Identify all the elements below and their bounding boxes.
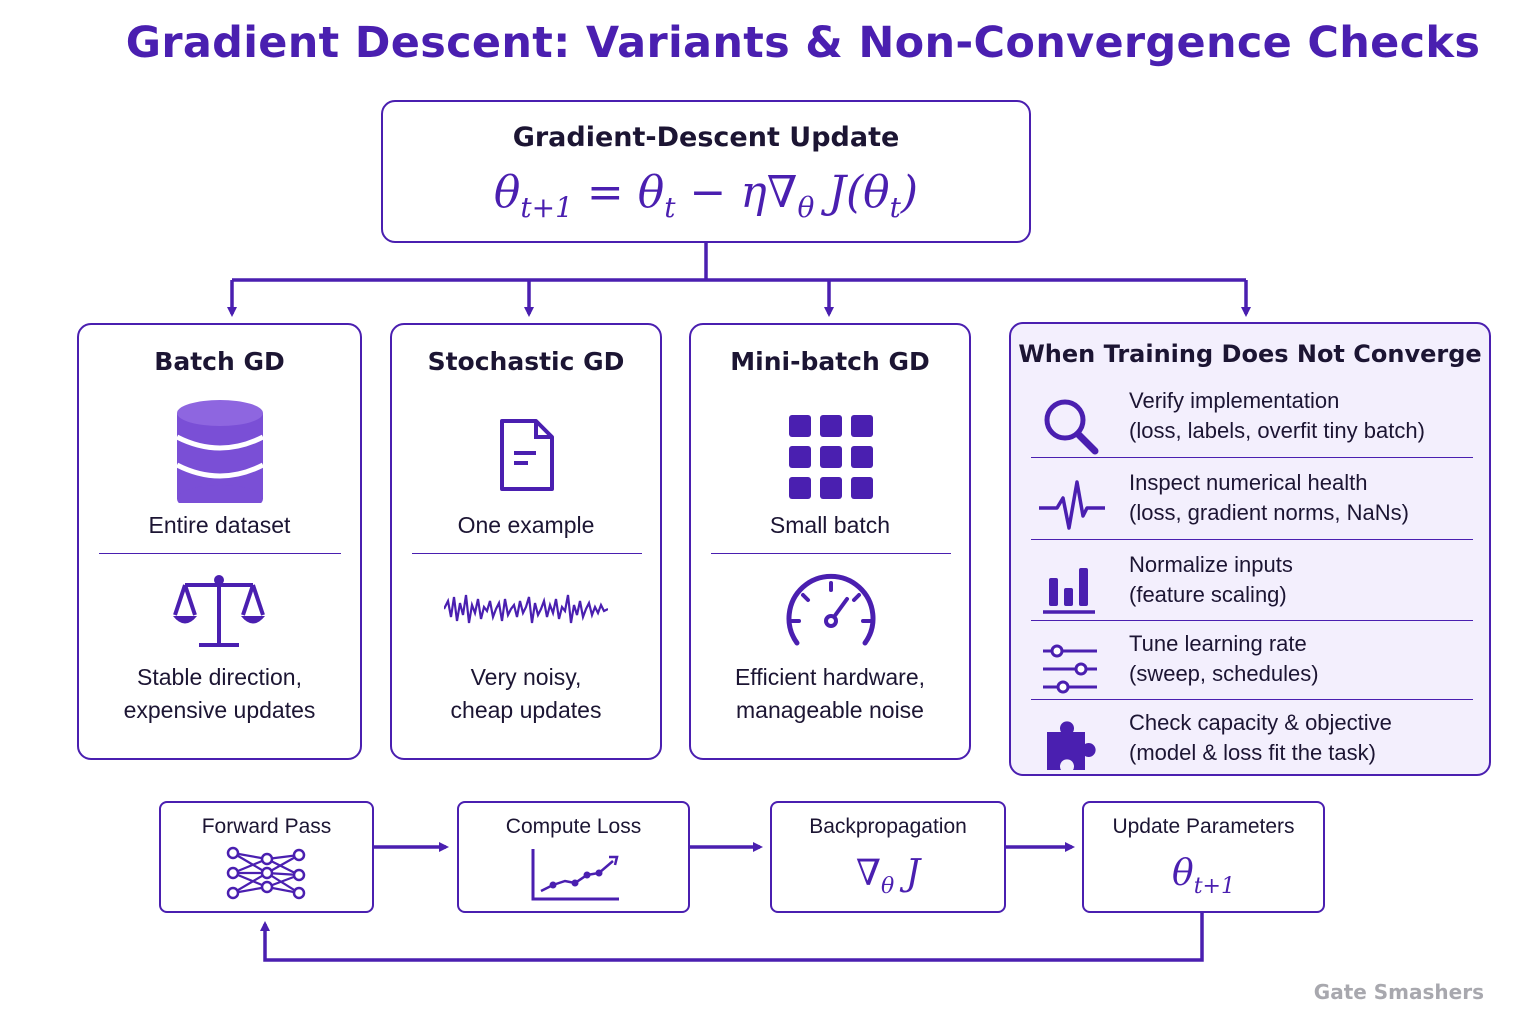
stochastic-size-text: One example: [457, 512, 595, 538]
minibatch-trait-line1: Efficient hardware,: [734, 664, 926, 690]
batch-size-text: Entire dataset: [148, 512, 291, 538]
puzzle-icon: [1047, 721, 1096, 770]
formula-j: J(θ: [814, 167, 890, 218]
bar-chart-icon: [1043, 568, 1095, 614]
formula-sub: t: [889, 190, 901, 224]
formula-nabla: ∇: [855, 853, 881, 894]
stochastic-gd-card: Stochastic GD One example Very noisy, ch…: [390, 323, 662, 760]
backpropagation-label: Backpropagation: [809, 815, 967, 838]
theta-next-formula: θt+1: [1084, 853, 1323, 899]
magnifier-icon: [1044, 399, 1099, 455]
stochastic-gd-title: Stochastic GD: [427, 347, 625, 376]
formula-close: ): [900, 167, 919, 218]
compute-loss-step: Compute Loss: [457, 801, 690, 913]
check-main: Verify implementation: [1129, 388, 1340, 413]
document-icon: [500, 419, 554, 491]
forward-pass-label: Forward Pass: [201, 815, 332, 838]
formula-eq: =: [572, 167, 638, 218]
compute-loss-label: Compute Loss: [505, 815, 642, 838]
formula-theta: θ: [637, 167, 665, 218]
non-convergence-panel: When Training Does Not Converge Verify i…: [1009, 322, 1491, 776]
update-parameters-step: Update Parameters θt+1: [1082, 801, 1325, 913]
check-item: Inspect numerical health (loss, gradient…: [1031, 470, 1471, 550]
batch-gd-title: Batch GD: [154, 347, 285, 376]
minibatch-trait-line2: manageable noise: [736, 697, 924, 723]
sliders-icon: [1043, 644, 1097, 694]
divider: [412, 553, 642, 554]
formula-sub: t: [664, 190, 676, 224]
divider: [1031, 457, 1473, 458]
noisy-wave-icon: [444, 594, 608, 624]
pulse-icon: [1039, 480, 1105, 530]
formula-sub: θ: [881, 874, 895, 900]
gradient-formula: ∇θ J: [772, 853, 1004, 899]
divider: [1031, 699, 1473, 700]
check-main: Inspect numerical health: [1129, 470, 1368, 495]
formula-sub: t+1: [520, 190, 573, 224]
divider: [99, 553, 341, 554]
divider: [711, 553, 951, 554]
check-item: Check capacity & objective (model & loss…: [1031, 710, 1471, 790]
update-parameters-label: Update Parameters: [1112, 815, 1295, 838]
check-main: Normalize inputs: [1129, 552, 1293, 577]
formula-theta: θ: [493, 167, 521, 218]
line-chart-icon: [531, 849, 619, 901]
batch-trait-line2: expensive updates: [123, 697, 316, 723]
divider: [1031, 539, 1473, 540]
formula-minus: −: [675, 167, 741, 218]
formula-sub: t+1: [1193, 874, 1235, 900]
divider: [1031, 620, 1473, 621]
balance-scale-icon: [173, 575, 265, 647]
check-sub: (feature scaling): [1129, 582, 1287, 607]
minibatch-gd-card: Mini-batch GD Small batch Efficient hard…: [689, 323, 971, 760]
database-icon: [175, 400, 265, 503]
forward-pass-step: Forward Pass: [159, 801, 374, 913]
arrow-loop-back: [260, 913, 1204, 962]
update-formula: θt+1 = θt − η∇θ J(θt): [383, 167, 1029, 224]
formula-j: J: [894, 853, 921, 894]
formula-theta: θ: [1172, 853, 1194, 894]
check-sub: (model & loss fit the task): [1129, 740, 1376, 765]
batch-trait-line1: Stable direction,: [137, 664, 302, 690]
check-sub: (loss, labels, overfit tiny batch): [1129, 418, 1425, 443]
speedometer-icon: [786, 573, 876, 646]
check-main: Tune learning rate: [1129, 631, 1307, 656]
check-item: Verify implementation (loss, labels, ove…: [1031, 388, 1471, 468]
non-convergence-title: When Training Does Not Converge: [1018, 340, 1482, 368]
batch-gd-card: Batch GD Entire dataset Stable direction…: [77, 323, 362, 760]
formula-sub: θ: [797, 190, 815, 224]
check-item: Normalize inputs (feature scaling): [1031, 552, 1471, 632]
stochastic-trait-line2: cheap updates: [450, 697, 602, 723]
grid-icon: [789, 415, 873, 499]
update-rule-box: Gradient-Descent Update θt+1 = θt − η∇θ …: [381, 100, 1031, 243]
minibatch-size-text: Small batch: [769, 512, 891, 538]
neural-network-icon: [226, 846, 306, 900]
check-item: Tune learning rate (sweep, schedules): [1031, 631, 1471, 711]
check-sub: (loss, gradient norms, NaNs): [1129, 500, 1409, 525]
formula-eta: η: [740, 167, 767, 218]
backpropagation-step: Backpropagation ∇θ J: [770, 801, 1006, 913]
stochastic-trait-line1: Very noisy,: [470, 664, 582, 690]
update-heading: Gradient-Descent Update: [512, 122, 900, 153]
check-main: Check capacity & objective: [1129, 710, 1392, 735]
check-sub: (sweep, schedules): [1129, 661, 1319, 686]
minibatch-gd-title: Mini-batch GD: [730, 347, 930, 376]
formula-nabla: ∇: [766, 167, 798, 218]
watermark: Gate Smashers: [1313, 980, 1484, 1004]
page-title: Gradient Descent: Variants & Non-Converg…: [125, 18, 1481, 68]
